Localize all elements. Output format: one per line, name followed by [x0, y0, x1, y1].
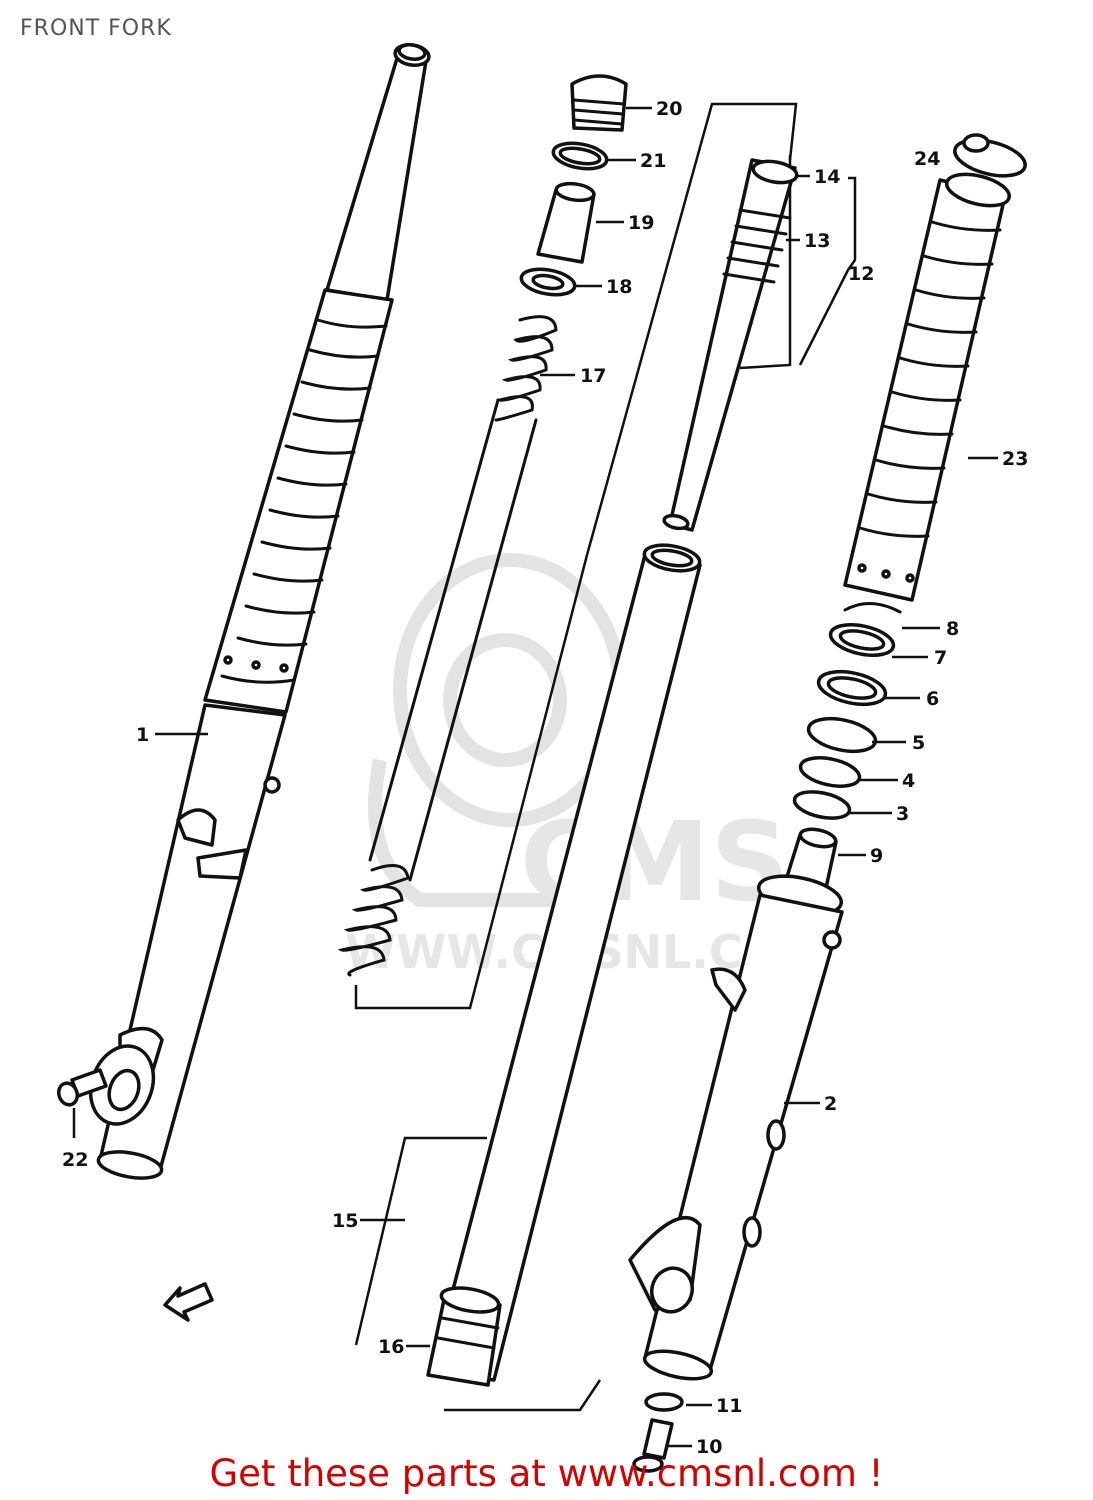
part-18-washer: [519, 267, 577, 297]
callout-23: 23: [1002, 448, 1028, 470]
part-21-o-ring: [551, 141, 609, 171]
callout-20: 20: [656, 98, 682, 120]
callout-15: 15: [332, 1210, 358, 1232]
part-1-boot-ribs: [220, 318, 388, 684]
part-6-oil-seal: [816, 669, 888, 707]
callout-9: 9: [870, 845, 883, 867]
page-title: FRONT FORK: [20, 16, 172, 41]
callout-3: 3: [896, 803, 909, 825]
part-5-washer: [806, 716, 878, 754]
callout-19: 19: [628, 212, 654, 234]
callout-2: 2: [824, 1093, 837, 1115]
leader-lines: [155, 106, 998, 1448]
callout-11: 11: [716, 1395, 742, 1417]
part-10-drain-bolt: [632, 1418, 674, 1473]
part-11-washer: [644, 1392, 684, 1412]
part-20-cap-bolt: [570, 74, 628, 132]
part-12-damper-rod-assembly: [585, 102, 857, 556]
callout-18: 18: [606, 276, 632, 298]
callout-5: 5: [912, 732, 925, 754]
callout-10: 10: [696, 1436, 722, 1458]
callout-1: 1: [136, 724, 149, 746]
part-23-right-boot: [843, 138, 1027, 602]
callout-7: 7: [934, 647, 947, 669]
part-2-right-outer-tube: [628, 874, 844, 1381]
part-17-fork-spring: [337, 315, 589, 1010]
part-4-bushing: [798, 756, 862, 788]
callout-24: 24: [914, 148, 940, 170]
part-7-retainer: [828, 623, 896, 657]
footer-parts-link[interactable]: Get these parts at www.cmsnl.com !: [209, 1452, 884, 1495]
callout-14: 14: [814, 166, 840, 188]
part-15-inner-tube: [354, 543, 702, 1412]
part-24-clamp-ring: [962, 133, 990, 153]
direction-arrow-icon: [163, 1282, 214, 1322]
callout-22: 22: [62, 1149, 88, 1171]
callout-4: 4: [902, 770, 915, 792]
part-1-left-fork-assembly: [88, 43, 431, 1180]
part-9-oil-lock-piece: [784, 827, 838, 890]
callout-17: 17: [580, 365, 606, 387]
part-8-circlip: [843, 602, 902, 614]
callout-13: 13: [804, 230, 830, 252]
part-16-bushing: [426, 1286, 502, 1387]
callout-12: 12: [848, 263, 874, 285]
callout-8: 8: [946, 618, 959, 640]
part-3-guide: [792, 790, 852, 820]
part-19-spacer: [536, 181, 596, 264]
callout-labels: 1 2 3 4 5 6 7 8 9 10 11 12 13 14 15 16 1…: [62, 98, 1028, 1458]
callout-6: 6: [926, 688, 939, 710]
callout-21: 21: [640, 150, 666, 172]
callout-16: 16: [378, 1336, 404, 1358]
part-22-bolt: [56, 1068, 108, 1138]
